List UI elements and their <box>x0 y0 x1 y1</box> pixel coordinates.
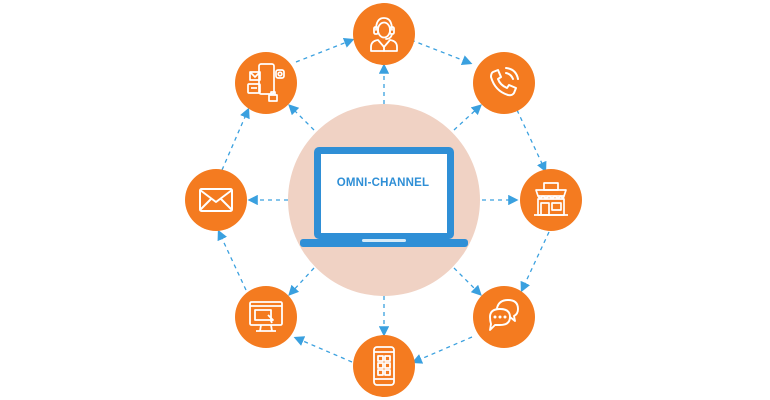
store-node[interactable] <box>520 169 582 231</box>
agent-node[interactable] <box>353 3 415 65</box>
ring-arrow <box>520 231 550 293</box>
ring-arrow <box>411 336 473 364</box>
mobile-app-node[interactable] <box>353 335 415 397</box>
ring-arrow <box>217 229 247 291</box>
ring-arrow <box>410 39 473 66</box>
ring-arrow <box>221 107 250 171</box>
support-agent-icon <box>353 3 415 65</box>
web-node[interactable] <box>235 286 297 348</box>
storefront-icon <box>520 169 582 231</box>
devices-social-icon <box>235 52 297 114</box>
ring-arrow <box>293 336 353 363</box>
ring-arrow <box>295 38 355 63</box>
desktop-web-icon <box>235 286 297 348</box>
hub-spoke <box>288 104 315 131</box>
phone-node[interactable] <box>473 52 535 114</box>
center-label: OMNI-CHANNEL <box>336 177 430 189</box>
chat-node[interactable] <box>473 286 535 348</box>
envelope-icon <box>185 169 247 231</box>
hub-spoke <box>453 104 482 131</box>
social-node[interactable] <box>235 52 297 114</box>
hub-spoke <box>288 267 315 296</box>
hub-spoke <box>453 267 482 296</box>
ring-arrow <box>516 109 547 173</box>
mobile-app-icon <box>353 335 415 397</box>
email-node[interactable] <box>185 169 247 231</box>
chat-bubble-icon <box>473 286 535 348</box>
phone-call-icon <box>473 52 535 114</box>
